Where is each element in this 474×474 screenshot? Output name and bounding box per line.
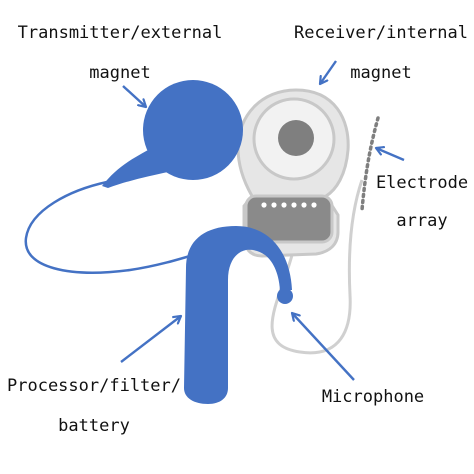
labels: Transmitter/external magnet Receiver/int… — [7, 23, 468, 436]
transmitter-label-line2: magnet — [89, 63, 150, 83]
receiver-contact-dot — [301, 202, 307, 208]
microphone-tip — [277, 288, 293, 304]
arrow-to-receiver — [320, 60, 337, 84]
processor-body — [184, 226, 292, 404]
transmitter-neck — [102, 150, 168, 188]
transmitter-external — [24, 80, 243, 274]
electrode-label-line1: Electrode — [376, 173, 468, 193]
processor-label-line2: battery — [58, 416, 130, 436]
arrow-to-transmitter — [122, 85, 146, 107]
electrode-label-line2: array — [396, 211, 447, 231]
arrow-to-electrode — [376, 148, 405, 162]
microphone-label: Microphone — [322, 387, 424, 407]
receiver-lead-wire — [270, 179, 364, 355]
receiver-contact-dot — [291, 202, 297, 208]
electrode-array — [360, 116, 380, 212]
receiver-internal-implant — [236, 88, 364, 355]
receiver-contact-dot — [271, 202, 277, 208]
electrode-array-contacts — [360, 116, 380, 212]
receiver-contact-dot — [261, 202, 267, 208]
receiver-contact-dot — [311, 202, 317, 208]
receiver-contact-dot — [281, 202, 287, 208]
receiver-label-line2: magnet — [350, 63, 411, 83]
transmitter-label-line1: Transmitter/external — [18, 23, 223, 43]
processor-label-line1: Processor/filter/ — [7, 376, 181, 396]
receiver-contacts — [261, 202, 317, 208]
transmitter-magnet-disc — [143, 80, 243, 180]
transmitter-cable — [24, 180, 219, 274]
arrow-to-microphone — [292, 313, 355, 381]
processor-unit — [184, 226, 293, 404]
receiver-label-line1: Receiver/internal — [294, 23, 468, 43]
pointer-arrows — [120, 60, 405, 381]
receiver-electronics-package — [244, 194, 334, 244]
receiver-magnet — [278, 120, 314, 156]
arrow-to-processor — [120, 316, 181, 363]
